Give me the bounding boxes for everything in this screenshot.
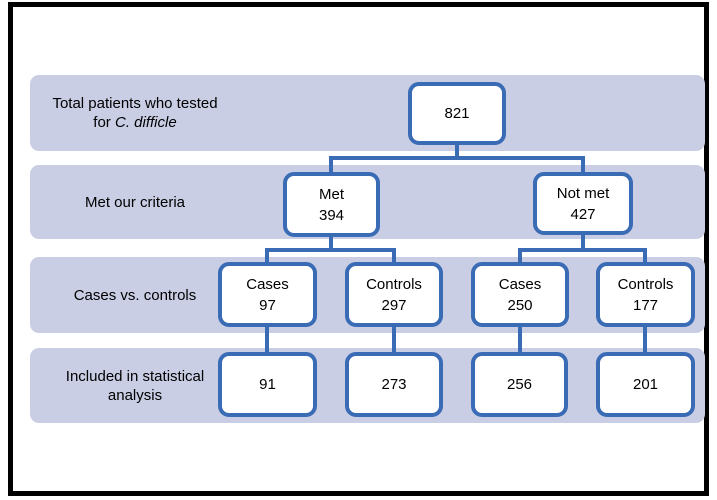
connector-297-273 — [392, 327, 396, 352]
node-met-cases-value: 97 — [259, 296, 276, 314]
node-met-controls-value: 297 — [381, 296, 407, 314]
node-not-met-cases: Cases 250 — [471, 262, 569, 327]
connector-met-stem — [329, 237, 333, 252]
node-met-controls: Controls 297 — [345, 262, 443, 327]
node-met-cases-label: Cases — [246, 275, 289, 293]
connector-to-controls297 — [392, 248, 396, 262]
row-label-total-line2-prefix: for — [93, 114, 115, 131]
node-analysis-met-cases-value: 91 — [259, 376, 276, 393]
node-analysis-not-met-cases-value: 256 — [506, 376, 533, 393]
connector-to-notmet — [581, 156, 585, 172]
node-not-met-controls: Controls 177 — [596, 262, 695, 327]
row-label-total-line2-italic: C. difficle — [114, 114, 177, 131]
row-label-total-line1: Total patients who tested — [52, 95, 218, 112]
node-not-met-cases-value: 250 — [507, 296, 533, 314]
node-met-cases: Cases 97 — [218, 262, 317, 327]
connector-met-branch — [265, 248, 396, 252]
node-not-met-cases-label: Cases — [498, 275, 542, 293]
node-analysis-met-controls-value: 273 — [381, 376, 407, 393]
connector-total-branch — [329, 156, 585, 160]
node-analysis-met-cases: 91 — [218, 352, 317, 417]
node-analysis-met-controls: 273 — [345, 352, 443, 417]
connector-to-cases250 — [518, 248, 522, 262]
node-not-met-controls-label: Controls — [617, 275, 674, 293]
row-label-total: Total patients who tested for C. difficl… — [35, 75, 235, 151]
node-analysis-not-met-controls: 201 — [596, 352, 695, 417]
node-not-met-label: Not met — [556, 184, 610, 202]
node-met-controls-label: Controls — [366, 275, 422, 293]
node-not-met-value: 427 — [570, 205, 596, 223]
node-not-met-controls-value: 177 — [632, 296, 659, 314]
row-label-cases-controls: Cases vs. controls — [73, 286, 197, 304]
connector-to-cases97 — [265, 248, 269, 262]
node-met: Met 394 — [283, 172, 380, 237]
node-analysis-not-met-cases: 256 — [471, 352, 568, 417]
node-not-met: Not met 427 — [533, 172, 633, 235]
node-met-label: Met — [318, 185, 344, 203]
outer-frame — [8, 2, 709, 496]
connector-to-met — [329, 156, 333, 172]
node-total-821: 821 — [408, 82, 506, 145]
node-total-value: 821 — [444, 105, 470, 122]
connector-250-256 — [518, 327, 522, 352]
connector-notmet-stem — [581, 235, 585, 252]
row-label-analysis: Included in statistical analysis — [65, 367, 205, 404]
node-met-value: 394 — [318, 206, 345, 224]
connector-97-91 — [265, 327, 269, 352]
connector-total-stem — [455, 145, 459, 160]
row-label-criteria: Met our criteria — [84, 193, 186, 211]
node-analysis-not-met-controls-value: 201 — [632, 376, 659, 393]
connector-177-201 — [643, 327, 647, 352]
row-band-total — [30, 75, 705, 151]
connector-to-controls177 — [643, 248, 647, 262]
connector-notmet-branch — [518, 248, 647, 252]
